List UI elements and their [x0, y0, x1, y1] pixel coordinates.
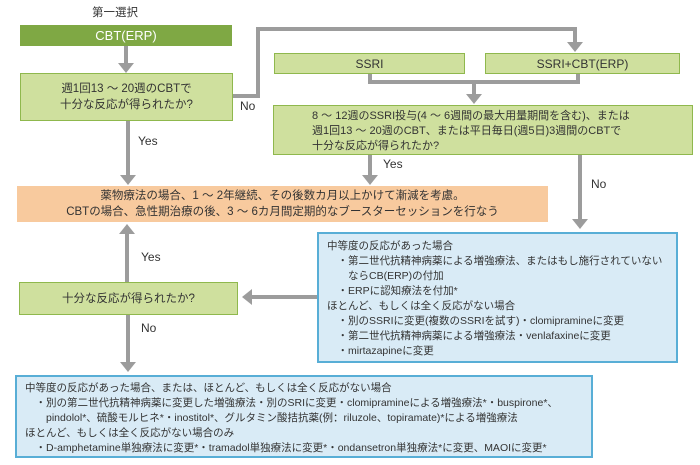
refractory-line-4: ほとんど、もしくは全く反応がない場合のみ [25, 427, 235, 439]
edge-label-yes-up: Yes [141, 250, 161, 264]
node-q3-sufficient-response: 十分な反応が得られたか? [19, 282, 238, 315]
node-q2-combined-response: 8 〜 12週のSSRI投与(4 〜 6週間の最大用量期間を含む)、または 週1… [273, 105, 693, 155]
augmentation-line-5: ほとんど、もしくは全く反応がない場合 [327, 300, 516, 312]
arrow-q1-no-to-ssricbt [233, 27, 577, 98]
edge-label-no-right: No [591, 177, 607, 191]
first-choice-label: 第一選択 [92, 7, 138, 19]
refractory-line-5: ・D-amphetamine単独療法に変更*・tramadol単独療法に変更*・… [25, 442, 547, 454]
arrowhead-augmentation-to-q3 [242, 289, 252, 305]
augmentation-line-4: ・ERPに認知療法を付加* [327, 285, 458, 297]
node-cbt-erp: CBT(ERP) [20, 25, 232, 46]
q2-line-3: 十分な反応が得られたか? [312, 140, 440, 152]
node-ssri: SSRI [274, 53, 465, 74]
augmentation-line-2: ・第二世代抗精神病薬による増強療法、またはもし施行されていない [327, 255, 663, 267]
edge-label-no-top: No [240, 99, 256, 113]
node-q1-cbt-response: 週1回13 〜 20週のCBTで 十分な反応が得られたか? [20, 73, 233, 121]
connector-ssri-bracket [368, 74, 580, 84]
q2-line-2: 週1回13 〜 20週のCBT、または平日毎日(週5日)3週間のCBTで [312, 125, 622, 137]
refractory-line-2: ・別の第二世代抗精神病薬に変更した増強療法・別のSRIに変更・clomipram… [25, 397, 558, 409]
augmentation-line-7: ・第二世代抗精神病薬による増強療法・venlafaxineに変更 [327, 330, 611, 342]
augmentation-line-3: ならCB(ERP)の付加 [327, 270, 444, 282]
q2-line-1: 8 〜 12週のSSRI投与(4 〜 6週間の最大用量期間を含む)、または [312, 110, 630, 122]
node-refractory-options: 中等度の反応があった場合、または、ほとんど、もしくは全く反応がない場合 ・別の第… [15, 375, 593, 458]
q1-line-2: 十分な反応が得られたか? [60, 99, 193, 111]
edge-label-yes-mid: Yes [383, 157, 403, 171]
maintenance-line-1: 薬物療法の場合、1 〜 2年継続、その後数カ月以上かけて漸減を考慮。 [100, 190, 465, 202]
node-maintenance: 薬物療法の場合、1 〜 2年継続、その後数カ月以上かけて漸減を考慮。 CBTの場… [17, 186, 548, 222]
augmentation-line-1: 中等度の反応があった場合 [327, 240, 453, 252]
arrowhead-q3-yes-up [119, 224, 135, 234]
node-augmentation-options: 中等度の反応があった場合 ・第二世代抗精神病薬による増強療法、またはもし施行され… [317, 232, 678, 363]
arrowhead-cbt-to-q1 [118, 63, 134, 73]
node-ssri-cbt-erp: SSRI+CBT(ERP) [485, 53, 680, 74]
edge-label-yes-left: Yes [138, 134, 158, 148]
augmentation-line-8: ・mirtazapineに変更 [327, 345, 434, 357]
maintenance-line-2: CBTの場合、急性期治療の後、3 〜 6カ月間定期的なブースターセッションを行な… [66, 206, 499, 218]
q1-line-1: 週1回13 〜 20週のCBTで [61, 83, 192, 95]
edge-label-no-down: No [141, 321, 157, 335]
arrowhead-no-to-ssricbt [567, 42, 583, 52]
arrowhead-q2-no [572, 219, 588, 229]
refractory-line-3: pindolol*、硫酸モルヒネ*・inostitol*、グルタミン酸拮抗薬(例… [25, 412, 518, 424]
arrowhead-bracket-to-q2 [466, 94, 482, 104]
augmentation-line-6: ・別のSSRIに変更(複数のSSRIを試す)・clomipramineに変更 [327, 315, 624, 327]
arrowhead-q1-yes [120, 175, 136, 185]
arrowhead-q3-no [120, 362, 136, 372]
arrowhead-q2-yes [362, 175, 378, 185]
refractory-line-1: 中等度の反応があった場合、または、ほとんど、もしくは全く反応がない場合 [25, 382, 392, 394]
